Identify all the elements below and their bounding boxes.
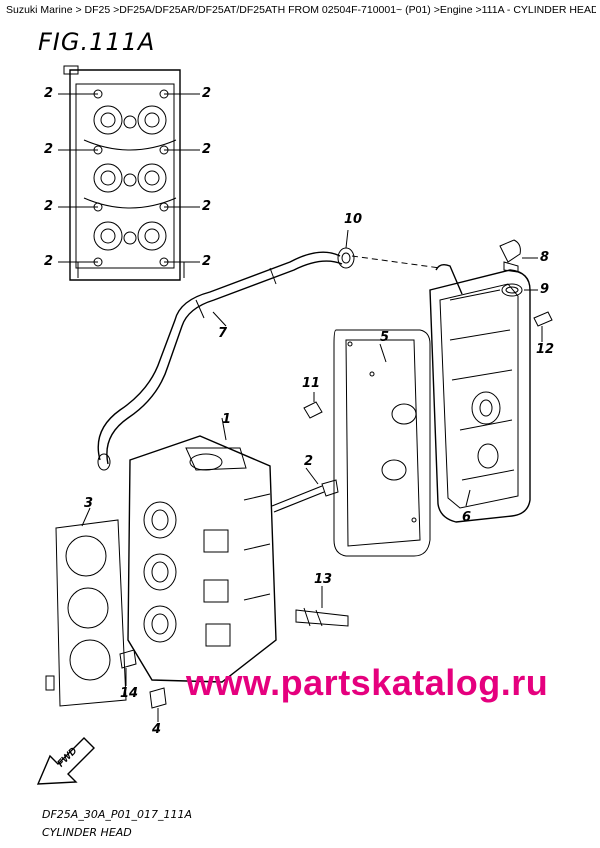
callout-2: 2 [44,86,54,101]
breadcrumb-separator: > [430,4,440,16]
breadcrumb-separator: > [472,4,482,16]
thermostat-cap [499,239,538,273]
cylinder-head-cover [429,263,531,523]
breadcrumb-link-model[interactable]: DF25 [84,4,111,16]
callout-2: 2 [202,86,212,101]
cylinder-head-top-view [58,65,200,281]
callout-2: 2 [44,254,54,269]
breadcrumb: Suzuki Marine > DF25 >DF25A/DF25AR/DF25A… [6,4,596,16]
breadcrumb-link-section[interactable]: Engine [439,4,473,16]
head-gasket [45,507,127,707]
cover-bolt [533,311,553,342]
callout-4: 4 [152,722,162,737]
callout-5: 5 [380,330,390,345]
callout-10: 10 [344,212,363,227]
callout-3: 3 [84,496,94,511]
fwd-arrow-icon [36,737,95,785]
breadcrumb-separator: > [72,4,82,16]
callout-12: 12 [536,342,555,357]
callout-2: 2 [44,199,54,214]
cylinder-head [127,417,277,683]
hose-clamp [337,229,441,269]
breadcrumb-link-brand[interactable]: Suzuki Marine [6,4,73,16]
callout-2: 2 [202,254,212,269]
callout-2: 2 [44,142,54,157]
callout-14: 14 [120,686,139,701]
dowel-pin [149,687,167,722]
callout-2: 2 [202,142,212,157]
callout-6: 6 [462,510,472,525]
breadcrumb-separator: > [110,4,120,16]
water-hose [97,251,343,471]
spark-plug [295,586,349,627]
dowel-pin [119,649,137,686]
callout-1: 1 [222,412,232,427]
head-bolt [271,467,339,513]
callout-13: 13 [314,572,333,587]
callout-8: 8 [540,250,550,265]
figure-name: CYLINDER HEAD [42,826,132,839]
callout-7: 7 [218,326,228,341]
callout-2: 2 [304,454,314,469]
cover-gasket [333,329,431,557]
figure-code: DF25A_30A_P01_017_111A [42,808,192,821]
gasket-bolt [303,392,323,419]
breadcrumb-link-page[interactable]: 111A - CYLINDER HEAD [481,4,596,16]
breadcrumb-link-variant[interactable]: DF25A/DF25AR/DF25AT/DF25ATH FROM 02504F-… [119,4,431,16]
o-ring [501,283,538,297]
callout-2: 2 [202,199,212,214]
callout-9: 9 [540,282,550,297]
watermark-text: www.partskatalog.ru [186,662,549,703]
figure-title: FIG.111A [38,28,156,56]
callout-11: 11 [302,376,321,391]
